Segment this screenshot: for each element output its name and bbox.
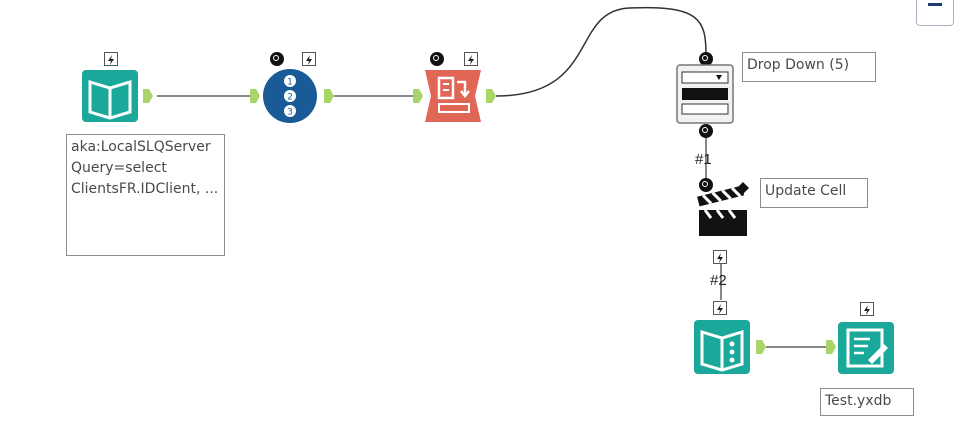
svg-text:2: 2 xyxy=(287,93,293,103)
dynamic-replace-icon xyxy=(425,70,481,122)
dropdown-interface-icon xyxy=(676,64,734,124)
record-id-icon: 1 2 3 xyxy=(263,69,317,123)
connection-replace-to-dropdown xyxy=(495,6,707,97)
output-anchor[interactable] xyxy=(756,340,766,354)
action-tool[interactable] xyxy=(697,178,751,245)
bolt-badge xyxy=(104,52,118,66)
output-anchor[interactable] xyxy=(143,89,153,103)
dynamic-replace-tool[interactable] xyxy=(425,70,481,127)
connection-label: #1 xyxy=(695,151,712,168)
q-badge xyxy=(430,52,444,66)
input-anchor[interactable] xyxy=(250,89,260,103)
record-id-tool[interactable]: 1 2 3 xyxy=(262,68,318,129)
output-annotation: Test.yxdb xyxy=(820,388,914,416)
dynamic-input-icon xyxy=(694,320,750,374)
output-anchor[interactable] xyxy=(324,89,334,103)
svg-text:3: 3 xyxy=(287,108,293,118)
input-anchor[interactable] xyxy=(413,89,423,103)
input-annotation: aka:LocalSLQServer Query=select ClientsF… xyxy=(66,134,225,256)
connection-label: #2 xyxy=(710,272,727,289)
output-anchor[interactable] xyxy=(486,89,496,103)
bolt-badge xyxy=(302,52,316,66)
q-badge xyxy=(699,178,713,192)
q-badge xyxy=(699,52,713,66)
dropdown-annotation: Drop Down (5) xyxy=(742,52,876,82)
bolt-badge xyxy=(464,52,478,66)
update-cell-annotation: Update Cell xyxy=(760,178,868,208)
output-data-tool[interactable] xyxy=(838,322,894,379)
bolt-badge xyxy=(860,302,874,316)
q-badge xyxy=(699,124,713,138)
q-badge xyxy=(270,52,284,66)
dynamic-input-tool[interactable] xyxy=(694,320,750,379)
input-anchor[interactable] xyxy=(826,340,836,354)
input-data-icon xyxy=(82,70,138,122)
action-clapper-icon xyxy=(697,182,749,236)
dropdown-interface-tool[interactable] xyxy=(676,64,734,129)
output-data-icon xyxy=(838,322,894,374)
minus-icon xyxy=(928,3,942,6)
bolt-badge xyxy=(713,250,727,264)
bolt-badge xyxy=(713,301,727,315)
svg-text:1: 1 xyxy=(287,78,293,88)
minimize-button[interactable] xyxy=(916,0,954,26)
input-data-tool[interactable] xyxy=(82,70,138,127)
